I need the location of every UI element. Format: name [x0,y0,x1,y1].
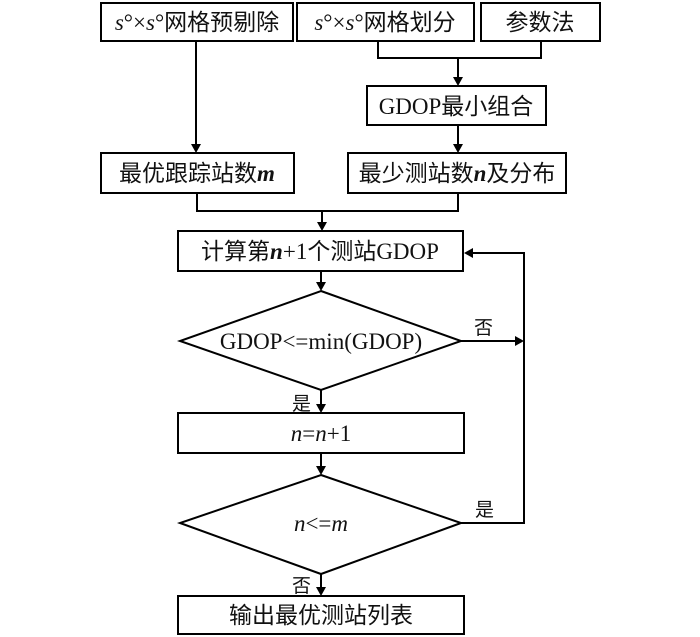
arrow-head [515,336,524,346]
var-n: n [474,161,487,186]
node-label: +1 [327,421,351,446]
var-s: s [146,10,155,35]
svg-text:最优跟踪站数m: 最优跟踪站数m [119,161,275,186]
node-grid-division: s°×s°网格划分 [296,2,475,42]
arrow-head [191,144,201,153]
node-min-station-count: 最少测站数n及分布 [347,152,567,194]
edge-label-yes: 是 [475,500,494,521]
var-s: s [115,10,124,35]
arrow-head [464,248,473,258]
degree-symbol: ° [124,10,133,35]
operator: <= [305,511,331,536]
edge-merge-middle [196,193,459,212]
var-n: n [315,421,327,446]
degree-symbol: ° [323,10,332,35]
arrow-head [453,144,463,153]
arrow-head [316,404,326,413]
node-label: 最优跟踪站数 [119,161,257,186]
edge-label-no: 否 [474,318,493,339]
var-s: s [345,10,354,35]
degree-symbol: ° [155,10,164,35]
node-increment: n=n+1 [177,412,465,454]
arrow-head [316,466,326,475]
var-n: n [294,511,306,536]
edge-feedback-loop [461,252,525,524]
node-label: 网格划分 [364,10,456,35]
var-n: n [291,421,303,446]
node-label: 输出最优测站列表 [229,603,413,628]
arrow-head [317,222,327,231]
edge-merge-top [377,41,542,59]
node-output: 输出最优测站列表 [177,595,465,635]
connectors [191,41,542,596]
times-symbol: × [133,10,146,35]
var-s: s [314,10,323,35]
arrow-head [316,282,326,291]
var-m: m [257,161,275,186]
node-label: 网格预剔除 [164,10,279,35]
var-m: m [331,511,348,536]
node-label: 及分布 [486,161,555,186]
svg-text:n=n+1: n=n+1 [291,421,351,446]
node-label: +1个测站GDOP [283,239,439,264]
node-label: GDOP最小组合 [379,94,534,119]
node-label: 最少测站数 [359,161,474,186]
decision-count: n<=m [176,473,464,576]
edge-label-no: 否 [292,576,311,597]
node-compute-gdop: 计算第n+1个测站GDOP [177,230,464,272]
node-gdop-min-combo: GDOP最小组合 [366,85,547,126]
equals-symbol: = [302,421,315,446]
arrow-head [316,587,326,596]
edge-label-yes: 是 [292,394,311,415]
var-n: n [270,239,283,264]
node-optimal-tracking-count: 最优跟踪站数m [100,152,295,194]
decision-label: GDOP<=min(GDOP) [220,329,422,354]
times-symbol: × [333,10,346,35]
node-label: 计算第 [201,239,270,264]
node-label: 参数法 [506,10,575,35]
node-parametric-method: 参数法 [480,2,601,42]
svg-text:计算第n+1个测站GDOP: 计算第n+1个测站GDOP [201,239,439,264]
svg-text:最少测站数n及分布: 最少测站数n及分布 [359,161,556,186]
degree-symbol: ° [354,10,363,35]
svg-text:n<=m: n<=m [294,511,348,536]
svg-text:s°×s°网格划分: s°×s°网格划分 [314,10,455,35]
decision-gdop-min: GDOP<=min(GDOP) [176,289,464,392]
arrow-head [453,77,463,86]
node-grid-pre-removal: s°×s°网格预剔除 [100,2,294,42]
svg-text:s°×s°网格预剔除: s°×s°网格预剔除 [115,10,279,35]
